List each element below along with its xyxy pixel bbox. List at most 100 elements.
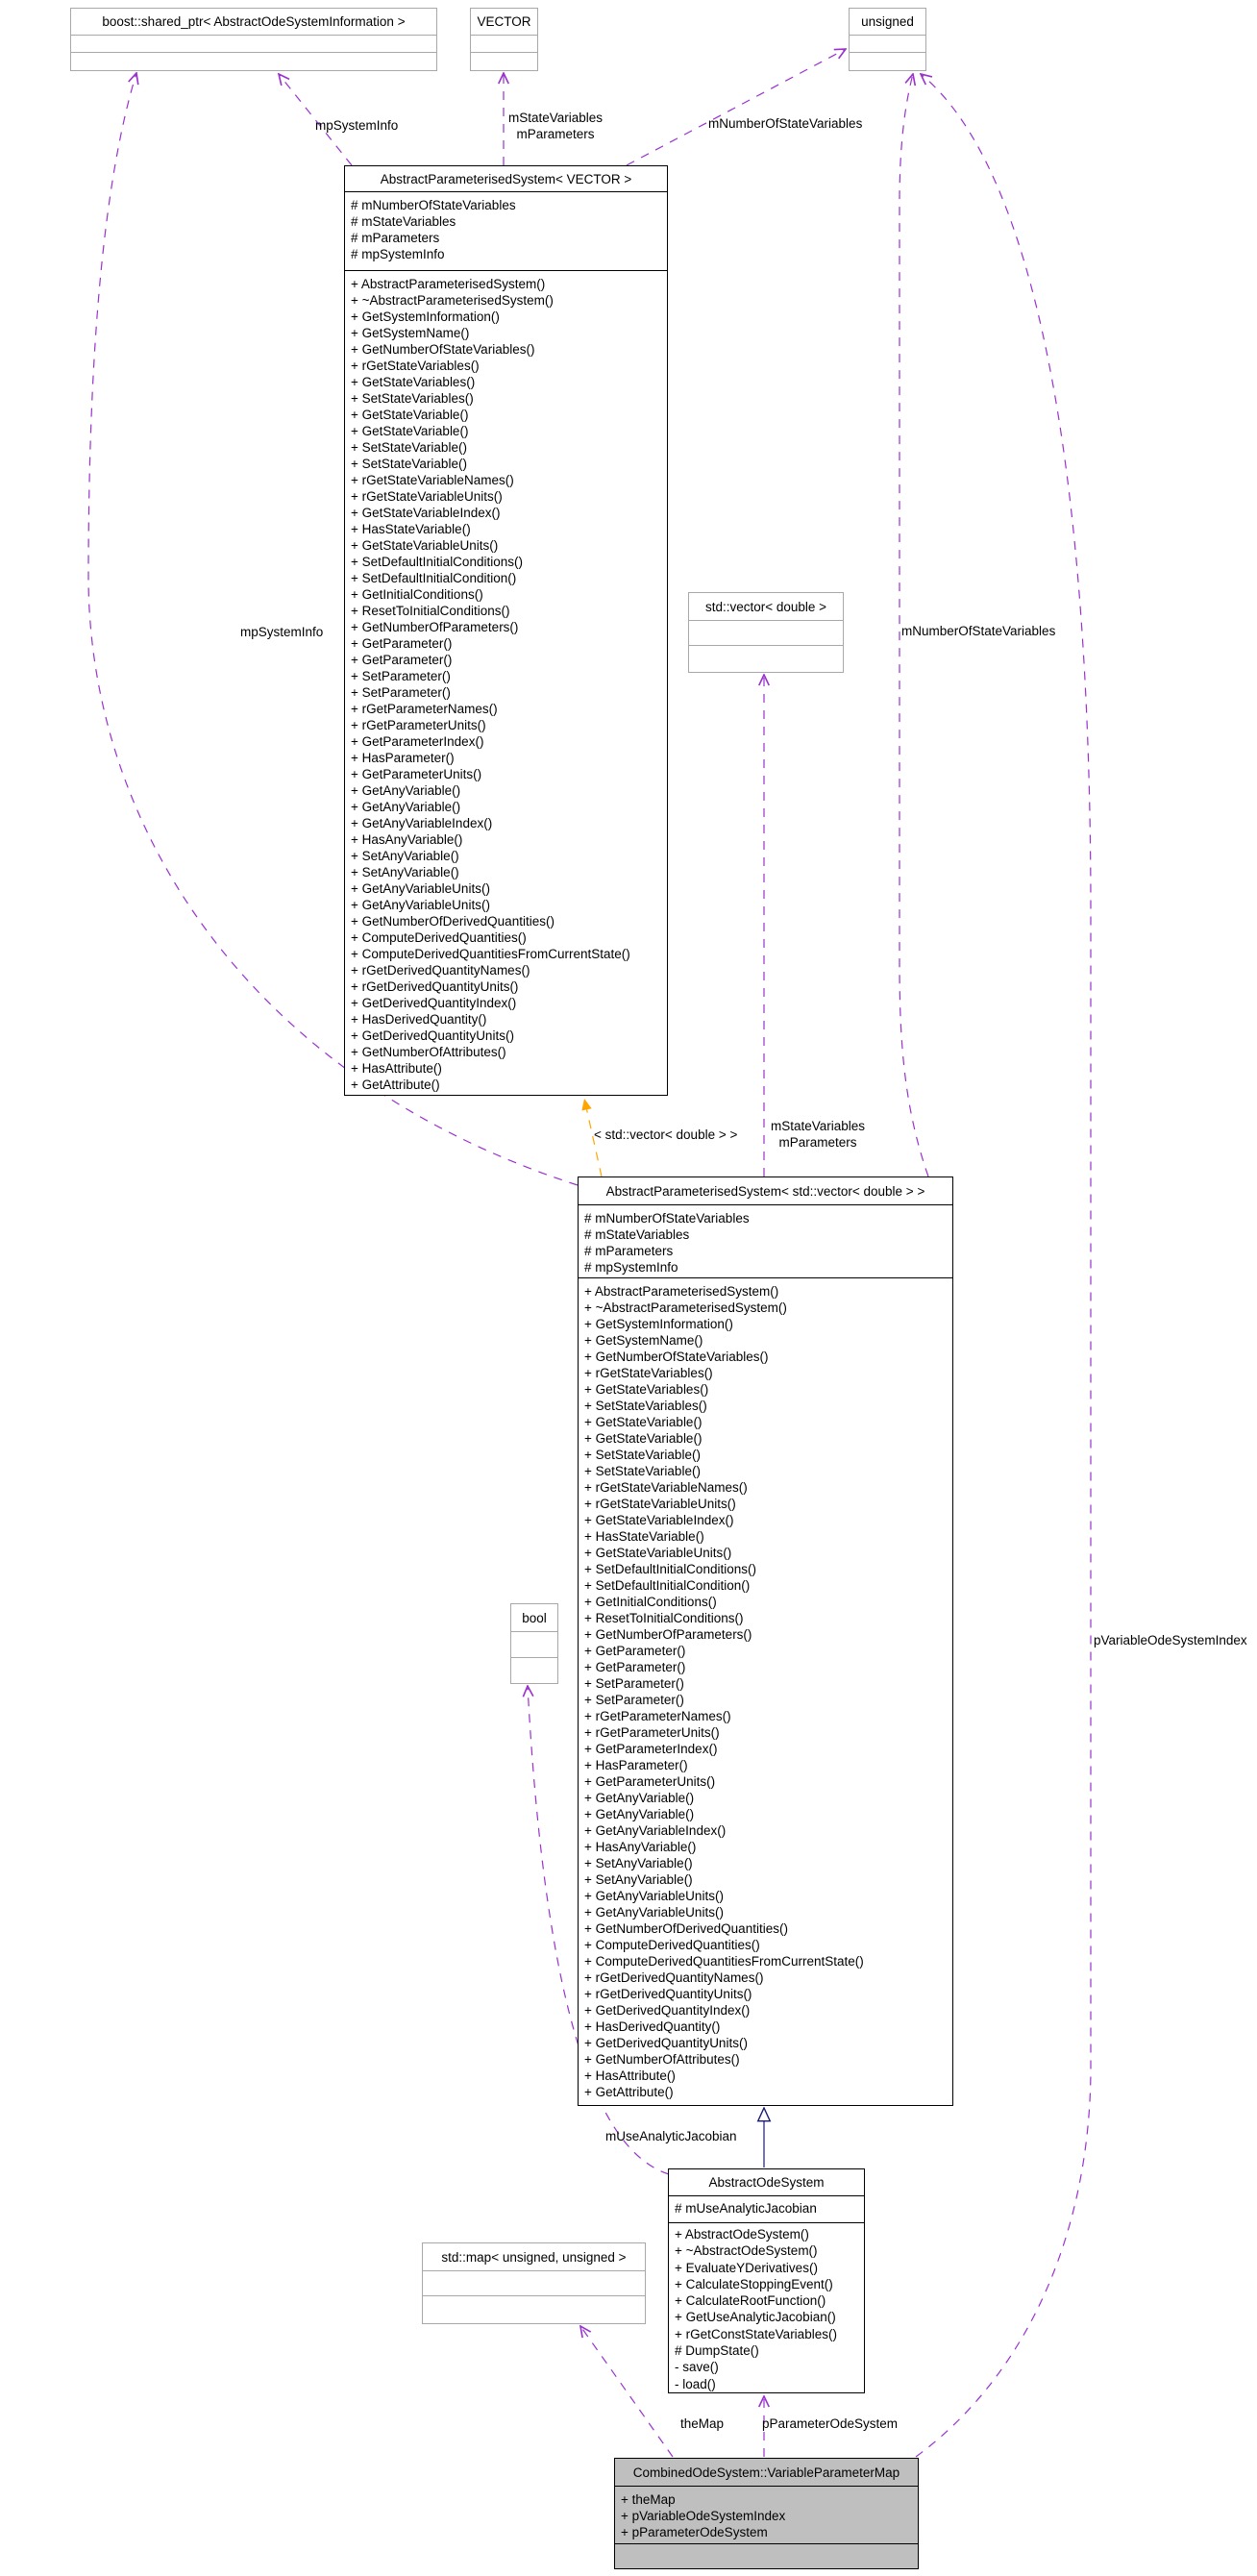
member-line: + HasParameter() <box>351 751 455 765</box>
member-line: # mpSystemInfo <box>351 247 445 261</box>
member-line: + GetNumberOfDerivedQuantities() <box>584 1921 788 1936</box>
member-line: + HasStateVariable() <box>351 522 471 536</box>
fields-compartment: + theMap+ pVariableOdeSystemIndex+ pPara… <box>615 2486 918 2543</box>
edge-label-mpsysteminfo-vector: mpSystemInfo <box>315 118 399 133</box>
node-title: std::vector< double > <box>704 599 827 614</box>
member-line: + ~AbstractParameterisedSystem() <box>351 293 554 308</box>
member-line: + HasStateVariable() <box>584 1529 704 1544</box>
node-abstract-parameterised-system-vector[interactable]: AbstractParameterisedSystem< VECTOR > # … <box>344 165 668 1096</box>
edge-label-template-instantiation: < std::vector< double > > <box>594 1127 738 1142</box>
empty-compartment <box>689 620 843 645</box>
member-line: + CalculateStoppingEvent() <box>675 2276 833 2291</box>
member-line: + GetParameter() <box>351 636 453 651</box>
member-line: + rGetConstStateVariables() <box>675 2326 837 2341</box>
member-line: + GetDerivedQuantityUnits() <box>584 2036 748 2050</box>
member-line: + GetAnyVariableUnits() <box>584 1889 724 1903</box>
member-line: + rGetStateVariableUnits() <box>584 1497 736 1511</box>
member-line: + GetParameter() <box>351 653 453 667</box>
node-abstract-ode-system[interactable]: AbstractOdeSystem # mUseAnalyticJacobian… <box>668 2168 865 2393</box>
member-line: + SetStateVariables() <box>584 1399 707 1413</box>
member-line: + GetStateVariableIndex() <box>351 506 501 520</box>
member-line: + GetUseAnalyticJacobian() <box>675 2310 836 2325</box>
member-line: + SetParameter() <box>351 669 451 683</box>
member-line: + GetStateVariable() <box>584 1431 702 1446</box>
edge-label-mstatevariables-vector: mStateVariables mParameters <box>500 110 611 142</box>
empty-compartment <box>471 52 537 70</box>
member-line: + SetDefaultInitialConditions() <box>351 555 523 569</box>
member-line: + SetDefaultInitialCondition() <box>351 571 517 585</box>
member-line: + GetStateVariable() <box>584 1415 702 1429</box>
empty-compartment <box>423 2270 645 2295</box>
member-line: + ComputeDerivedQuantities() <box>351 930 527 945</box>
member-line: + GetNumberOfAttributes() <box>584 2052 740 2067</box>
member-line: + GetInitialConditions() <box>351 587 483 602</box>
member-line: + GetNumberOfParameters() <box>351 620 519 634</box>
member-line: + SetParameter() <box>584 1693 684 1707</box>
member-line: + GetParameter() <box>584 1660 686 1674</box>
member-line: + AbstractParameterisedSystem() <box>584 1284 779 1299</box>
member-line: + HasAnyVariable() <box>351 832 463 847</box>
member-line: + rGetParameterNames() <box>351 702 498 716</box>
member-line: + GetAnyVariableIndex() <box>584 1823 727 1838</box>
edge-label-line: mParameters <box>516 127 595 141</box>
node-title: AbstractParameterisedSystem< VECTOR > <box>380 171 632 186</box>
member-line: + GetStateVariables() <box>351 375 476 389</box>
node-unsigned: unsigned <box>849 8 926 71</box>
member-line: + GetDerivedQuantityIndex() <box>351 996 517 1010</box>
member-line: + HasParameter() <box>584 1758 688 1772</box>
member-line: + HasAttribute() <box>584 2068 676 2083</box>
fields-compartment: # mNumberOfStateVariables# mStateVariabl… <box>345 191 667 270</box>
node-abstract-parameterised-system-std-vector[interactable]: AbstractParameterisedSystem< std::vector… <box>578 1177 953 2106</box>
node-boost-shared-ptr: boost::shared_ptr< AbstractOdeSystemInfo… <box>70 8 437 71</box>
empty-compartment <box>71 52 436 70</box>
member-line: + SetAnyVariable() <box>351 849 459 863</box>
empty-compartment <box>850 52 925 70</box>
member-line: + GetAnyVariableUnits() <box>351 881 490 896</box>
member-line: + ComputeDerivedQuantitiesFromCurrentSta… <box>351 947 630 961</box>
methods-compartment: + AbstractParameterisedSystem()+ ~Abstra… <box>579 1277 952 2105</box>
member-line: + GetDerivedQuantityIndex() <box>584 2003 751 2018</box>
member-line: + rGetStateVariables() <box>584 1366 713 1380</box>
member-line: + SetAnyVariable() <box>584 1856 693 1870</box>
member-line: + HasDerivedQuantity() <box>351 1012 487 1027</box>
empty-compartment <box>511 1657 557 1683</box>
member-line: + AbstractOdeSystem() <box>675 2227 809 2242</box>
member-line: + rGetStateVariableUnits() <box>351 489 503 504</box>
member-line: + GetParameterIndex() <box>351 734 484 749</box>
edge-label-line: mStateVariables <box>507 111 604 125</box>
node-combined-ode-system-variable-parameter-map[interactable]: CombinedOdeSystem::VariableParameterMap … <box>614 2458 919 2569</box>
member-line: + ResetToInitialConditions() <box>584 1611 744 1625</box>
member-line: # mpSystemInfo <box>584 1260 678 1275</box>
member-line: + GetStateVariableIndex() <box>584 1513 734 1527</box>
member-line: + GetNumberOfStateVariables() <box>351 342 535 357</box>
member-line: + pVariableOdeSystemIndex <box>621 2509 786 2523</box>
member-line: + SetParameter() <box>351 685 451 700</box>
node-title: CombinedOdeSystem::VariableParameterMap <box>615 2459 918 2486</box>
empty-compartment <box>511 1631 557 1657</box>
member-line: + GetParameterUnits() <box>584 1774 716 1789</box>
member-line: + GetNumberOfStateVariables() <box>584 1350 769 1364</box>
member-line: + GetDerivedQuantityUnits() <box>351 1028 514 1043</box>
empty-compartment <box>850 35 925 52</box>
fields-compartment: # mNumberOfStateVariables# mStateVariabl… <box>579 1204 952 1277</box>
member-line: + GetStateVariable() <box>351 424 469 438</box>
member-line: + rGetStateVariableNames() <box>584 1480 748 1495</box>
member-line: # mParameters <box>584 1244 674 1258</box>
member-line: + ComputeDerivedQuantitiesFromCurrentSta… <box>584 1954 864 1969</box>
member-line: + GetAnyVariable() <box>351 783 461 798</box>
empty-compartment <box>423 2295 645 2322</box>
member-line: + SetDefaultInitialCondition() <box>584 1578 751 1593</box>
edge-label-mnumberofstatevariables-vector: mNumberOfStateVariables <box>708 116 863 131</box>
member-line: # mNumberOfStateVariables <box>351 198 516 212</box>
member-line: + GetStateVariableUnits() <box>351 538 499 553</box>
node-title: bool <box>522 1610 547 1625</box>
node-title: AbstractParameterisedSystem< std::vector… <box>605 1183 925 1199</box>
member-line: + GetAnyVariableUnits() <box>584 1905 724 1920</box>
member-line: + ComputeDerivedQuantities() <box>584 1938 760 1952</box>
node-bool: bool <box>510 1603 558 1684</box>
member-line: + GetParameterIndex() <box>584 1742 718 1756</box>
member-line: + GetAttribute() <box>351 1077 440 1092</box>
methods-compartment: + AbstractOdeSystem()+ ~AbstractOdeSyste… <box>669 2222 864 2392</box>
node-title: unsigned <box>861 14 914 29</box>
